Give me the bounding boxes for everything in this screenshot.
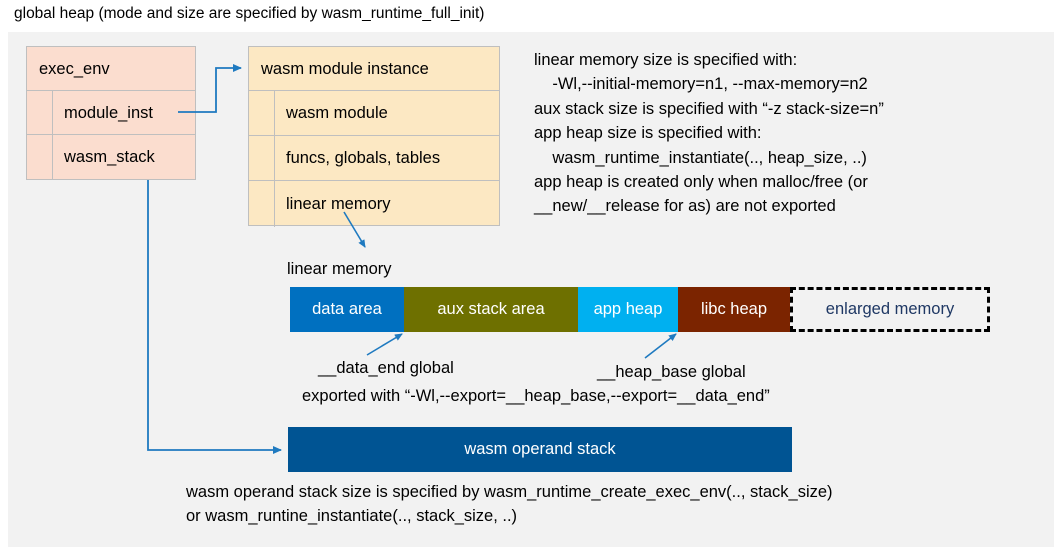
wasm-module-instance-box: wasm module instance wasm module funcs, …	[248, 46, 500, 227]
exec-env-field-module-inst-label: module_inst	[64, 103, 153, 122]
data-end-global-label: __data_end global	[318, 359, 454, 377]
memory-segment-enlarged-memory-label: enlarged memory	[825, 300, 955, 318]
memory-segment-data-area: data area	[290, 287, 404, 332]
linear-memory-notes: linear memory size is specified with: -W…	[534, 51, 884, 216]
exec-env-field-wasm-stack-label: wasm_stack	[64, 148, 155, 166]
memory-segment-app-heap-label: app heap	[593, 300, 663, 318]
module-instance-gutter	[249, 91, 275, 135]
memory-segment-libc-heap-label: libc heap	[700, 300, 768, 318]
exec-env-gutter	[27, 91, 53, 134]
module-instance-field-wasm-module: wasm module	[249, 91, 499, 136]
module-instance-field-wasm-module-label: wasm module	[286, 104, 388, 122]
linear-memory-caption: linear memory	[287, 260, 392, 278]
exec-env-gutter	[27, 135, 53, 179]
memory-segment-aux-stack-area: aux stack area	[404, 287, 578, 332]
module-instance-field-funcs-globals-tables: funcs, globals, tables	[249, 136, 499, 181]
memory-segment-enlarged-memory: enlarged memory	[790, 287, 990, 332]
module-instance-gutter	[249, 136, 275, 180]
exec-env-field-module-inst: module_inst	[27, 91, 195, 135]
memory-segment-libc-heap: libc heap	[678, 287, 790, 332]
wasm-operand-stack-label: wasm operand stack	[464, 440, 616, 458]
memory-segment-aux-stack-area-label: aux stack area	[437, 300, 545, 318]
page-title: global heap (mode and size are specified…	[14, 5, 485, 22]
module-instance-field-funcs-globals-tables-label: funcs, globals, tables	[286, 149, 441, 167]
module-instance-gutter	[249, 181, 275, 227]
wasm-operand-stack-bar: wasm operand stack	[288, 427, 792, 472]
memory-segment-data-area-label: data area	[312, 300, 382, 318]
exec-env-header-label: exec_env	[39, 59, 110, 78]
module-instance-field-linear-memory: linear memory	[249, 181, 499, 227]
memory-segment-app-heap: app heap	[578, 287, 678, 332]
exported-with-label: exported with “-Wl,--export=__heap_base,…	[302, 387, 770, 405]
linear-memory-bar: data area aux stack area app heap libc h…	[290, 287, 990, 332]
exec-env-field-wasm-stack: wasm_stack	[27, 135, 195, 179]
module-instance-header-label: wasm module instance	[261, 59, 429, 78]
module-instance-header-row: wasm module instance	[249, 47, 499, 91]
exec-env-box: exec_env module_inst wasm_stack	[26, 46, 196, 180]
heap-base-global-label: __heap_base global	[597, 363, 746, 381]
exec-env-header-row: exec_env	[27, 47, 195, 91]
module-instance-field-linear-memory-label: linear memory	[286, 195, 391, 213]
operand-stack-notes: wasm operand stack size is specified by …	[186, 483, 833, 526]
